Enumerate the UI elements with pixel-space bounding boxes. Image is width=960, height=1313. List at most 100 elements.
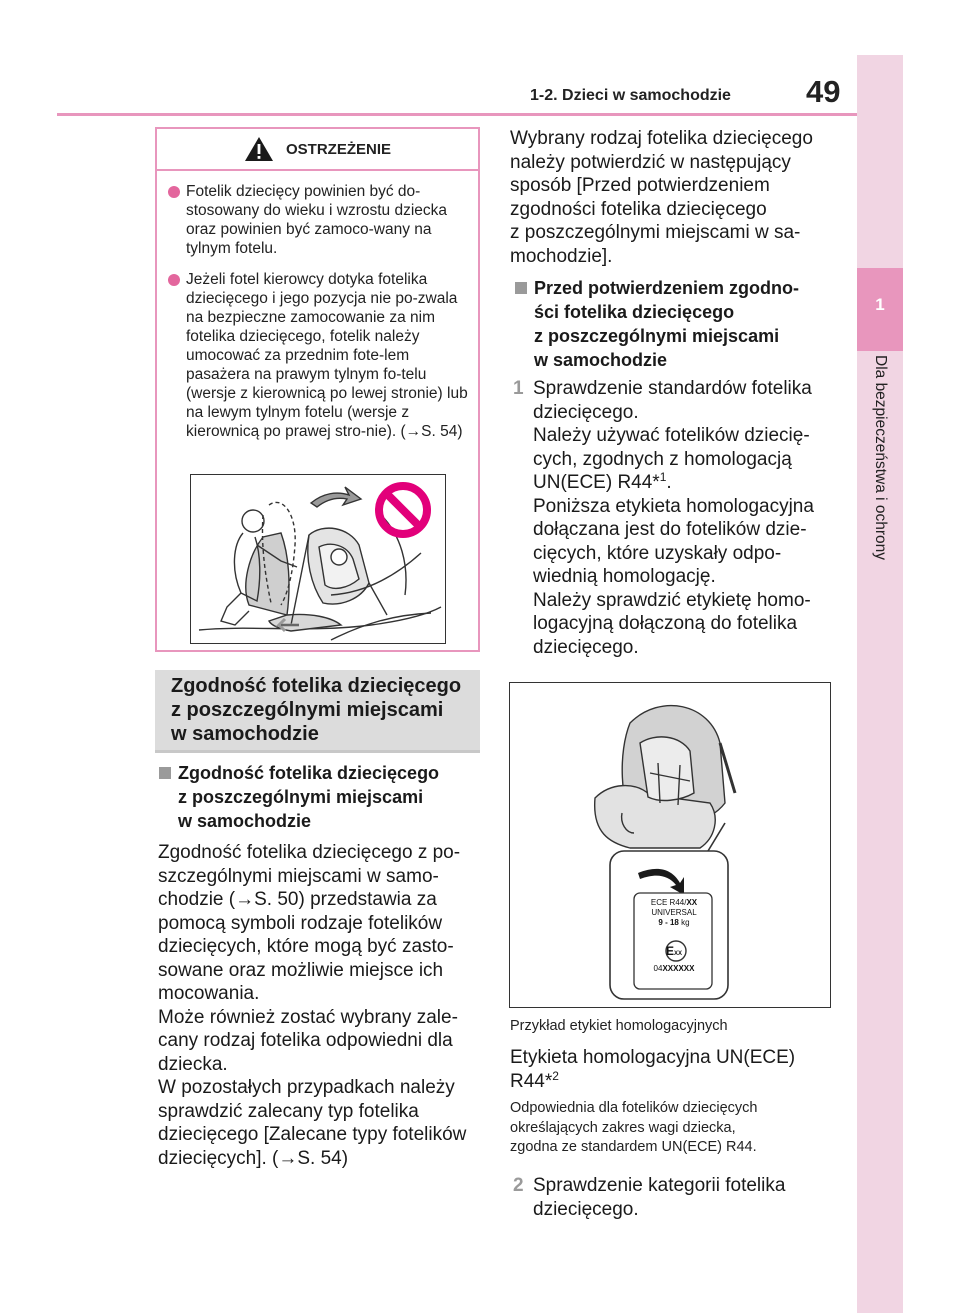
warning-triangle-icon — [244, 137, 273, 161]
text-line: dziecka. — [158, 1053, 228, 1075]
section-heading-rule — [155, 750, 480, 753]
text-line: dziecięcego. — [533, 1198, 639, 1220]
driver-seat-illustration — [190, 474, 446, 644]
text-line: dziecięcych, które mogą być zasto- — [158, 936, 454, 957]
text-line: chodzie (→S. 50) przedstawia za — [158, 889, 437, 910]
warning-item-text: Fotelik dziecięcy powinien być do-stosow… — [186, 183, 448, 257]
subheading-line: z poszczególnymi miejscami — [178, 787, 424, 807]
text-line: sowane oraz możliwie miejsce ich — [158, 959, 444, 981]
text-line: W pozostałych przypadkach należy — [158, 1077, 455, 1098]
subheading-line: Zgodność fotelika dziecięcego — [178, 763, 440, 783]
warning-item-text: Jeżeli fotel kierowcy dotyka fotelika dz… — [186, 271, 468, 440]
text-line: zgodności fotelika dziecięcego — [510, 198, 767, 220]
text-line: Może również zostać wybrany zale- — [158, 1006, 458, 1028]
subheading-line: w samochodzie — [534, 350, 668, 370]
warning-title: OSTRZEŻENIE — [285, 140, 391, 158]
text-line: Zgodność fotelika dziecięcego z po- — [158, 842, 461, 863]
text-line: Należy sprawdzić etykietę homo- — [533, 589, 811, 611]
square-bullet-icon — [159, 767, 171, 779]
right-subheading: Przed potwierdzeniem zgodno- ści fotelik… — [515, 276, 800, 372]
figure-caption: Przykład etykiet homologacyjnych — [510, 1018, 728, 1034]
footnote-marker: 1 — [659, 470, 667, 484]
section-title: 1-2. Dzieci w samochodzie — [530, 87, 731, 104]
footnote-marker: 2 — [552, 1068, 559, 1083]
approval-label-card: ECE R44/XX UNIVERSAL 9 - 18 kg EXX 04XXX… — [636, 898, 712, 974]
text-line: wiednią homologację. — [533, 566, 716, 587]
text-line: pomocą symboli rodzaje fotelików — [158, 912, 443, 934]
text-line: określających zakres wagi dziecka, — [510, 1119, 736, 1136]
label-code: 04XXXXXX — [636, 964, 712, 974]
punctuation: . — [666, 472, 672, 493]
label-text: XXXXXX — [662, 964, 695, 973]
left-subheading: Zgodność fotelika dziecięcego z poszczeg… — [159, 761, 440, 833]
warning-item: Fotelik dziecięcy powinien być do-stosow… — [157, 182, 478, 258]
text-line: dziecięcego. — [533, 401, 639, 423]
approval-mark-icon: EXX — [636, 944, 712, 959]
left-body-text: Zgodność fotelika dziecięcego z po- szcz… — [158, 841, 488, 1170]
label-line-2: UNIVERSAL — [651, 908, 697, 917]
page-number: 49 — [806, 74, 841, 109]
regulation-text: R44* — [510, 1070, 553, 1092]
text-line: z poszczególnymi miejscami w sa- — [510, 222, 801, 243]
chapter-number: 1 — [875, 295, 885, 314]
right-intro-text: Wybrany rodzaj fotelika dziecięcego nale… — [510, 127, 845, 268]
text-line: mochodzie]. — [510, 245, 613, 267]
section-heading: Zgodność fotelika dziecięcego z poszczeg… — [155, 670, 480, 752]
label-line-1: ECE R44/XX — [636, 898, 712, 908]
label-line-3: 9 - 18 kg — [636, 918, 712, 928]
text-line: cięcych, które uzyskały odpo- — [533, 542, 782, 564]
text-line: UN(ECE) R44*1. — [533, 471, 848, 495]
subheading-line: Przed potwierdzeniem zgodno- — [534, 278, 800, 298]
bullet-icon — [168, 274, 180, 286]
text-line: dołączana jest do fotelików dzie- — [533, 519, 807, 540]
regulation-text: UN(ECE) R44* — [533, 472, 660, 493]
text-line: dziecięcych]. (→S. 54) — [158, 1147, 349, 1169]
approval-label-illustration: ECE R44/XX UNIVERSAL 9 - 18 kg EXX 04XXX… — [509, 682, 831, 1008]
text-line: należy potwierdzić w następujący — [510, 151, 791, 173]
label-text: 04 — [653, 964, 663, 973]
text-line: sprawdzić zalecany typ fotelika — [158, 1100, 419, 1122]
warning-item: Jeżeli fotel kierowcy dotyka fotelika dz… — [157, 270, 478, 441]
label-text: kg — [681, 918, 690, 927]
text-line: mocowania. — [158, 983, 260, 1004]
label-heading: Etykieta homologacyjna UN(ECE) R44*2 — [510, 1046, 845, 1093]
label-text: XX — [674, 951, 683, 957]
warning-box: OSTRZEŻENIE Fotelik dziecięcy powinien b… — [155, 127, 480, 652]
text-line: R44*2 — [510, 1070, 845, 1094]
label-description: Odpowiednia dla fotelików dziecięcych ok… — [510, 1099, 845, 1158]
header-rule — [57, 113, 857, 116]
text-line: cych, zgodnych z homologacją — [533, 448, 792, 470]
text-line: dziecięcego. — [533, 636, 639, 658]
subheading-line: z poszczególnymi miejscami — [534, 326, 780, 346]
section-heading-line: Zgodność fotelika dziecięcego — [171, 675, 462, 697]
label-text: ECE R44/ — [650, 898, 687, 907]
text-line: Sprawdzenie standardów fotelika — [533, 378, 812, 399]
section-heading-line: z poszczególnymi miejscami — [171, 699, 444, 721]
step-2: 2 Sprawdzenie kategorii fotelika dziecię… — [513, 1174, 848, 1221]
label-text: E — [665, 944, 674, 958]
text-line: cany rodzaj fotelika odpowiedni dla — [158, 1030, 453, 1051]
side-strip — [857, 55, 903, 1313]
label-text: XX — [686, 898, 698, 907]
square-bullet-icon — [515, 282, 527, 294]
warning-header: OSTRZEŻENIE — [157, 129, 478, 171]
bullet-icon — [168, 186, 180, 198]
text-line: Wybrany rodzaj fotelika dziecięcego — [510, 128, 813, 149]
step-1: 1 Sprawdzenie standardów fotelika dzieci… — [513, 377, 848, 659]
step-number: 1 — [513, 378, 524, 399]
text-line: logacyjną dołączoną do fotelika — [533, 613, 798, 634]
subheading-line: ści fotelika dziecięcego — [534, 302, 735, 322]
chapter-title: Dla bezpieczeństwa i ochrony — [872, 355, 889, 561]
subheading-line: w samochodzie — [178, 811, 312, 831]
chapter-tab[interactable] — [857, 268, 903, 351]
text-line: dziecięcego [Zalecane typy fotelików — [158, 1124, 467, 1145]
text-line: Odpowiednia dla fotelików dziecięcych — [510, 1100, 758, 1116]
section-heading-line: w samochodzie — [171, 723, 319, 745]
text-line: Sprawdzenie kategorii fotelika — [533, 1175, 786, 1196]
text-line: Poniższa etykieta homologacyjna — [533, 495, 814, 517]
text-line: sposób [Przed potwierdzeniem — [510, 175, 770, 196]
text-line: Etykieta homologacyjna UN(ECE) — [510, 1047, 796, 1068]
step-number: 2 — [513, 1175, 524, 1196]
text-line: szczególnymi miejscami w samo- — [158, 865, 439, 887]
label-text: 9 - 18 — [658, 918, 679, 927]
